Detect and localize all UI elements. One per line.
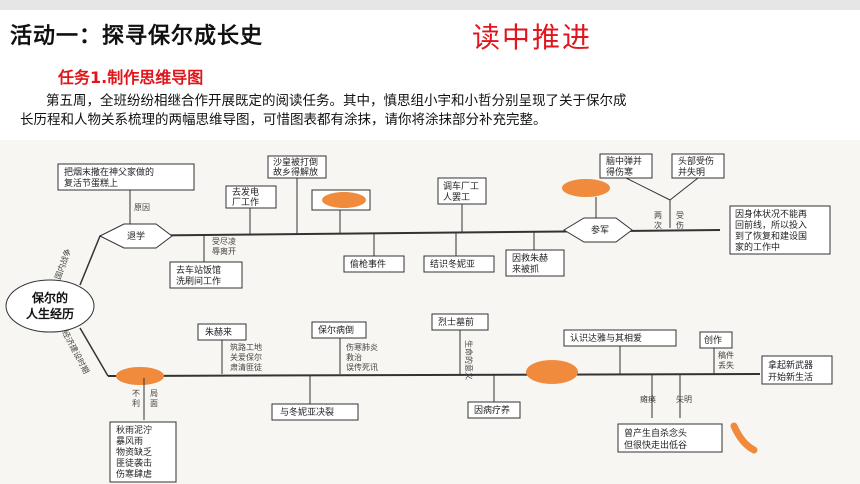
n8-line-2: 洗刷间工作 [176, 275, 221, 287]
buli-1: 不 [132, 389, 140, 398]
n7-line-2: 来被抓 [512, 263, 539, 275]
lieshi-label: 烈士墓前 [438, 316, 474, 328]
bingdao-note-3: 误传死讯 [346, 362, 378, 372]
smudge-5 [730, 422, 758, 454]
bingdao-note-2: 救治 [346, 352, 362, 362]
n9-line-2: 得伤寒 [606, 166, 633, 178]
smudge-1 [322, 192, 366, 208]
n12-line-2: 回前线，所以投入 [735, 219, 807, 231]
center-node [5, 279, 95, 333]
gaojian-2: 丢失 [718, 360, 734, 370]
n9-line-1: 脑中弹并 [606, 155, 642, 167]
paragraph-line-2: 长历程和人物关系梳理的两幅思维导图，可惜图表都有涂抹，请你将涂抹部分补充完整。 [20, 112, 547, 128]
qiuyu-2: 暴风雨 [116, 436, 143, 447]
paragraph-line-1: 第五周，全班纷纷相继合作开展既定的阅读任务。其中，慎思组小宇和小哲分别呈现了关于… [46, 93, 627, 109]
n12-line-4: 家的工作中 [735, 241, 780, 253]
stage-label: 读中推进 [472, 21, 593, 54]
task-heading: 任务1.制作思维导图 [58, 68, 204, 87]
n2-line-2: 厂工作 [232, 196, 259, 208]
top-stripe [0, 0, 860, 10]
liaoyang-label: 因病疗养 [474, 404, 510, 416]
n8-line-1: 去车站饭馆 [176, 264, 221, 276]
n11-note-4: 伤 [676, 220, 684, 230]
n3-line-1: 沙皇被打倒 [273, 156, 318, 168]
qiuyu-5: 伤寒肆虐 [116, 468, 152, 480]
qiuyu-4: 匪徒袭击 [116, 457, 152, 469]
bingdao-label: 保尔病倒 [318, 324, 354, 336]
center-line-1: 保尔的 [31, 290, 68, 305]
n10-line-2: 并失明 [678, 166, 705, 178]
n10-line-1: 头部受伤 [678, 155, 714, 167]
smudge-3 [116, 367, 164, 385]
n11-note-2: 次 [654, 220, 662, 230]
chuangzuo-label: 创作 [704, 334, 722, 346]
n7-line-1: 因救朱赫 [512, 252, 548, 264]
tuixue-node [98, 223, 173, 249]
xinwuqi-1: 拿起新武器 [768, 359, 813, 371]
qiuyu-3: 物资缺乏 [116, 446, 152, 458]
zisha-2: 但很快走出低谷 [624, 439, 687, 451]
instruction-paragraph: 第五周，全班纷纷相继合作开展既定的阅读任务。其中，慎思组小宇和小哲分别呈现了关于… [20, 92, 840, 130]
buli-2: 利 [132, 398, 140, 408]
n12-line-3: 到了恢复和建设国 [735, 230, 807, 242]
canjun-label: 参军 [591, 224, 609, 236]
gaojian-1: 稿件 [718, 350, 734, 360]
n3-line-2: 故乡得解放 [273, 166, 318, 178]
page-title: 活动一：探寻保尔成长史 [10, 24, 264, 49]
tanhuan-label: 瘫痪 [640, 394, 656, 404]
smudge-4 [526, 360, 578, 384]
dongniya-label: 与冬妮亚决裂 [280, 406, 334, 418]
zhuhelai-note-1: 筑路工地 [230, 342, 262, 352]
n6-label: 结识冬妮亚 [430, 258, 475, 270]
canjun-node [563, 217, 633, 243]
buli-4: 面 [150, 399, 158, 408]
daya-label: 认识达雅与其相爱 [570, 332, 642, 344]
n8-note-2: 辱离开 [212, 246, 236, 256]
yuanyin-note: 原因 [134, 203, 150, 212]
n4-label: 偷枪事件 [350, 258, 386, 270]
n5-line-1: 调车厂工 [443, 180, 479, 192]
zisha-1: 曾产生自杀念头 [624, 427, 687, 439]
n8-note-1: 受尽凌 [212, 236, 236, 246]
center-line-2: 人生经历 [26, 306, 74, 321]
n2-line-1: 去发电 [232, 186, 259, 198]
mindmap-diagram: 保尔的 人生经历 国内战争 经济建设时期 退学 参军 把烟末撒在神父家做的 复活… [5, 153, 833, 483]
xinwuqi-2: 开始新生活 [768, 371, 813, 383]
lieshi-note: 生命的意义 [464, 340, 474, 380]
n1-line-2: 复活节蛋糕上 [64, 177, 118, 189]
n5-line-2: 人罢工 [443, 192, 470, 203]
tuixue-label: 退学 [127, 230, 145, 242]
shiming-label: 失明 [676, 394, 692, 404]
smudge-2 [562, 179, 610, 197]
bingdao-note-1: 伤寒肺炎 [346, 342, 378, 352]
zhuhelai-note-2: 关爱保尔 [230, 352, 262, 362]
n12-line-1: 因身体状况不能再 [735, 208, 807, 220]
buli-3: 局 [150, 389, 158, 398]
zhuhelai-note-3: 肃清匪徒 [230, 362, 262, 372]
n11-note-3: 受 [676, 210, 684, 220]
n1-line-1: 把烟末撒在神父家做的 [64, 166, 154, 178]
branch-lower-label: 经济建设时期 [60, 328, 91, 375]
zhuhelai-label: 朱赫来 [205, 326, 232, 338]
qiuyu-1: 秋雨泥泞 [116, 424, 152, 436]
n11-note-1: 两 [654, 211, 662, 220]
branch-upper-label: 国内战争 [52, 247, 72, 280]
